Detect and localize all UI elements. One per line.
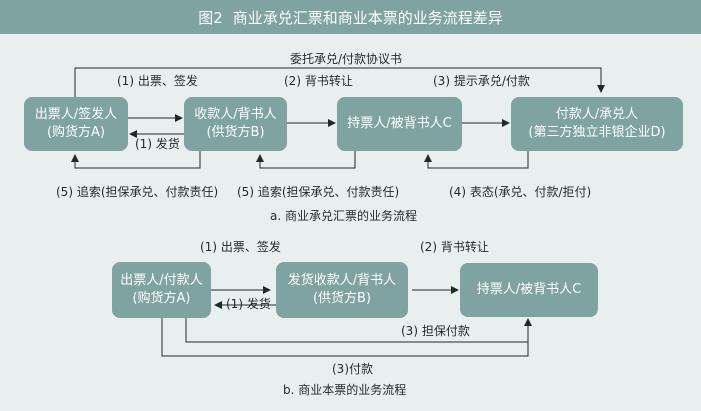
label-a-issue: (1) 出票、签发 xyxy=(117,74,198,88)
figure-label: 图2 xyxy=(198,8,223,27)
edge-a-recourse-b xyxy=(256,151,356,169)
node-b-payee: 发货收款人/背书人 (供货方B) xyxy=(276,262,408,318)
label-a-endorse: (2) 背书转让 xyxy=(284,74,353,88)
label-a-respond: (4) 表态(承兑、付款/拒付) xyxy=(449,185,592,199)
label-a-entrust: 委托承兑/付款协议书 xyxy=(290,52,403,66)
label-b-issue: (1) 出票、签发 xyxy=(200,240,281,254)
edge-a-entrust xyxy=(74,67,605,97)
node-a-acceptor: 付款人/承兑人 (第三方独立非银企业D) xyxy=(511,97,683,151)
label-b-guarantee: (3) 担保付款 xyxy=(401,324,470,338)
label-b-endorse: (2) 背书转让 xyxy=(420,240,489,254)
label-a-recourse-a: (5) 追索(担保承兑、付款责任) xyxy=(56,185,219,199)
node-b-drawer: 出票人/付款人 (购货方A) xyxy=(112,262,211,318)
caption-a: a. 商业承兑汇票的业务流程 xyxy=(270,209,417,223)
node-a-drawer: 出票人/签发人 (购货方A) xyxy=(24,97,128,151)
node-a-holder: 持票人/被背书人C xyxy=(337,97,462,151)
figure-title-bar: 图2 商业承兑汇票和商业本票的业务流程差异 xyxy=(0,0,701,34)
label-a-recourse-b: (5) 追索(担保承兑、付款责任) xyxy=(237,185,400,199)
node-b-holder: 持票人/被背书人C xyxy=(460,263,598,317)
figure-title: 商业承兑汇票和商业本票的业务流程差异 xyxy=(232,8,503,27)
label-a-deliver: (1) 发货 xyxy=(135,137,180,151)
edge-a-respond xyxy=(424,151,529,169)
label-a-present: (3) 提示承兑/付款 xyxy=(433,74,530,88)
edge-b-guarantee xyxy=(185,318,532,343)
node-a-payee: 收款人/背书人 (供货方B) xyxy=(184,97,287,151)
edge-b-pay xyxy=(161,318,529,357)
caption-b: b. 商业本票的业务流程 xyxy=(283,383,407,397)
edge-a-recourse-a xyxy=(71,151,201,169)
label-b-pay: (3)付款 xyxy=(332,362,373,376)
label-b-deliver: (1) 发货 xyxy=(226,297,271,311)
